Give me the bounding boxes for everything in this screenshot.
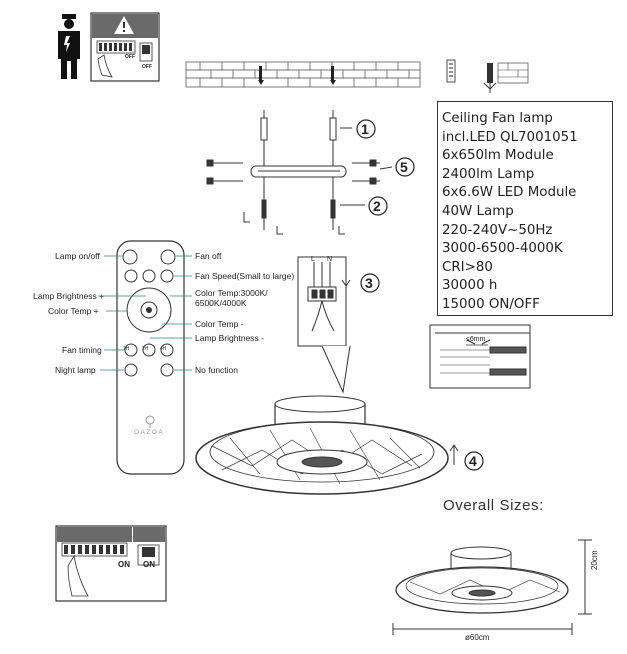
step-4-number: 4: [469, 453, 477, 469]
spec-line: Ceiling Fan lamp: [442, 111, 553, 126]
spec-line: 15000 ON/OFF: [442, 296, 540, 312]
switch-off-label-2: OFF: [142, 64, 152, 70]
strip-length-label: ≤6mm: [466, 336, 486, 343]
spec-box: Ceiling Fan lamp incl.LED QL7001051 6x65…: [437, 101, 613, 316]
drill-marks: [258, 66, 336, 85]
spec-line: 6x650lm Module: [442, 148, 554, 164]
label-no-function: No function: [195, 365, 238, 375]
step-5-marker: [395, 157, 415, 177]
label-fan-off: Fan off: [195, 251, 222, 261]
drill-hole-detail: [446, 59, 529, 93]
label-color-temp-modes: Color Temp:3000K/ 6500K/4000K: [195, 288, 268, 308]
remote-callouts: [98, 255, 192, 371]
height-dimension: 20cm: [590, 550, 599, 570]
remote-control: [116, 240, 185, 475]
spec-line: 40W Lamp: [442, 203, 514, 219]
switch-on-label-2: ON: [143, 560, 155, 569]
diameter-dimension: ø60cm: [465, 633, 490, 642]
switch-on-label-1: ON: [118, 560, 130, 569]
ceiling-bricks: [185, 61, 421, 88]
terminal-n-label: N: [327, 256, 333, 263]
label-night-lamp: Night lamp: [55, 365, 96, 375]
step-2-number: 2: [373, 198, 381, 214]
timer-4h: 4H: [160, 346, 167, 352]
overall-sizes-title: Overall Sizes:: [443, 497, 544, 514]
label-lamp-brightness-plus: Lamp Brightness +: [33, 291, 105, 301]
mounting-bracket: [206, 110, 393, 235]
spec-line: incl.LED QL7001051: [442, 129, 578, 145]
terminal-l-label: L: [311, 256, 315, 263]
step-1-marker: [356, 119, 376, 139]
step-2-marker: [368, 196, 388, 216]
label-lamp-brightness-minus: Lamp Brightness -: [195, 333, 264, 343]
electrician-icon: [58, 14, 80, 79]
step-4-marker: [449, 444, 484, 471]
spec-line: 3000-6500-4000K: [442, 241, 563, 257]
spec-line: CRI>80: [442, 259, 493, 275]
spec-line: 2400lm Lamp: [442, 166, 535, 182]
step-3-marker: [360, 273, 380, 293]
wire-strip-detail: [429, 324, 531, 389]
timer-2h: 2H: [142, 346, 149, 352]
label-fan-speed: Fan Speed(Small to large): [195, 271, 295, 281]
label-lamp-on-off: Lamp on/off: [55, 251, 100, 261]
label-color-temp-minus: Color Temp -: [195, 319, 244, 329]
timer-1h: 1H: [123, 346, 130, 352]
power-off-warning-icon: [90, 12, 160, 82]
fan-lamp-main: [195, 395, 449, 495]
remote-brand-logo: OAZOA: [134, 429, 165, 436]
label-fan-timing: Fan timing: [62, 345, 102, 355]
spec-line: 220-240V~50Hz: [442, 222, 553, 238]
label-color-temp-plus: Color Temp +: [48, 306, 99, 316]
switch-off-label-1: OFF: [125, 54, 135, 60]
spec-line: 6x6.6W LED Module: [442, 185, 577, 201]
power-on-switch-panel: [55, 525, 167, 602]
step-1-number: 1: [361, 121, 369, 137]
fan-lamp-size-drawing: [392, 539, 592, 635]
spec-line: 30000 h: [442, 278, 498, 294]
step-5-number: 5: [400, 159, 408, 175]
step-3-number: 3: [365, 275, 373, 291]
wiring-terminal-detail: [297, 256, 351, 394]
